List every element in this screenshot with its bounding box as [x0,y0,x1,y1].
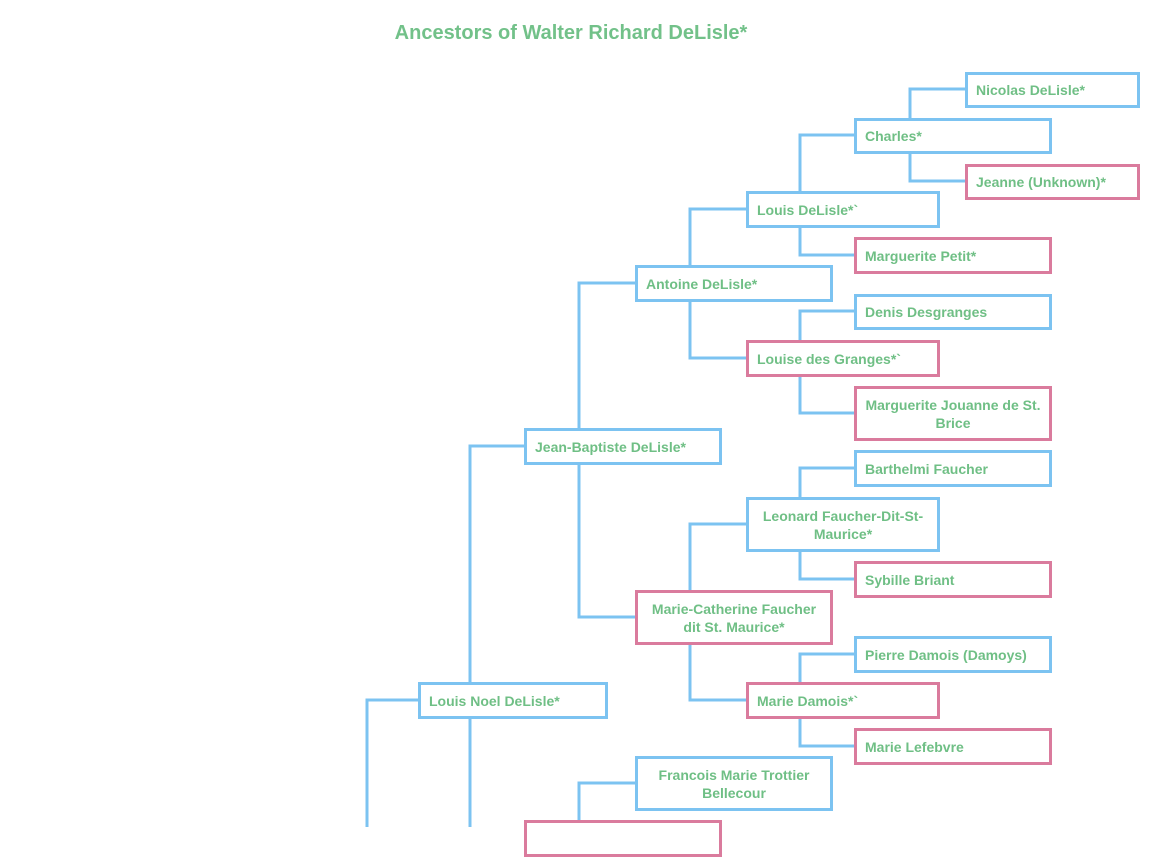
person-name: Marie Lefebvre [865,738,964,755]
connector [468,444,524,827]
person-name: Louis Noel DeLisle* [429,692,560,709]
person-box[interactable]: Nicolas DeLisle* [965,72,1140,108]
person-box[interactable]: Charles* [854,118,1052,154]
person-name: Denis Desgranges [865,304,988,320]
person-box[interactable]: Jean-Baptiste DeLisle* [524,428,722,465]
person-name: Marguerite Petit* [865,247,977,264]
chart-title: Ancestors of Walter Richard DeLisle* [394,22,748,44]
person-box[interactable]: Louis Noel DeLisle* [418,682,608,719]
person-box-partial[interactable] [524,820,722,857]
person-box[interactable]: Antoine DeLisle* [635,265,833,302]
person-box[interactable]: Barthelmi Faucher [854,450,1052,487]
person-box[interactable]: Marguerite Jouanne de St. Brice [854,386,1052,441]
person-box[interactable]: Louis DeLisle*` [746,191,940,228]
person-box[interactable]: Marguerite Petit* [854,237,1052,274]
person-box[interactable]: Jeanne (Unknown)* [965,164,1140,200]
person-box[interactable]: Marie Damois*` [746,682,940,719]
person-name: Francois Marie Trottier Bellecour [658,766,810,801]
person-box[interactable]: Marie-Catherine Faucher dit St. Maurice* [635,590,833,645]
person-box[interactable]: Sybille Briant [854,561,1052,598]
person-box[interactable]: Pierre Damois (Damoys) [854,636,1052,673]
person-box[interactable]: Leonard Faucher-Dit-St-Maurice* [746,497,940,552]
person-name: Marguerite Jouanne de St. Brice [865,396,1041,431]
person-name: Pierre Damois (Damoys) [865,646,1027,663]
person-name: Louis DeLisle*` [757,201,859,218]
person-box[interactable]: Louise des Granges*` [746,340,940,377]
person-box[interactable]: Marie Lefebvre [854,728,1052,765]
person-name: Nicolas DeLisle* [976,82,1085,98]
person-box[interactable]: Denis Desgranges [854,294,1052,330]
person-box[interactable]: Francois Marie Trottier Bellecour [635,756,833,811]
connector [577,781,635,827]
person-name: Marie Damois*` [757,692,859,709]
person-name: Louise des Granges*` [757,350,901,367]
person-name: Charles* [865,128,922,144]
person-name: Jeanne (Unknown)* [976,174,1106,190]
person-name: Marie-Catherine Faucher dit St. Maurice* [651,600,817,635]
connector [365,698,418,827]
person-name: Jean-Baptiste DeLisle* [535,438,686,455]
person-name: Leonard Faucher-Dit-St-Maurice* [762,507,924,542]
person-name: Barthelmi Faucher [865,460,988,477]
person-name: Sybille Briant [865,571,955,588]
person-name: Antoine DeLisle* [646,275,758,292]
